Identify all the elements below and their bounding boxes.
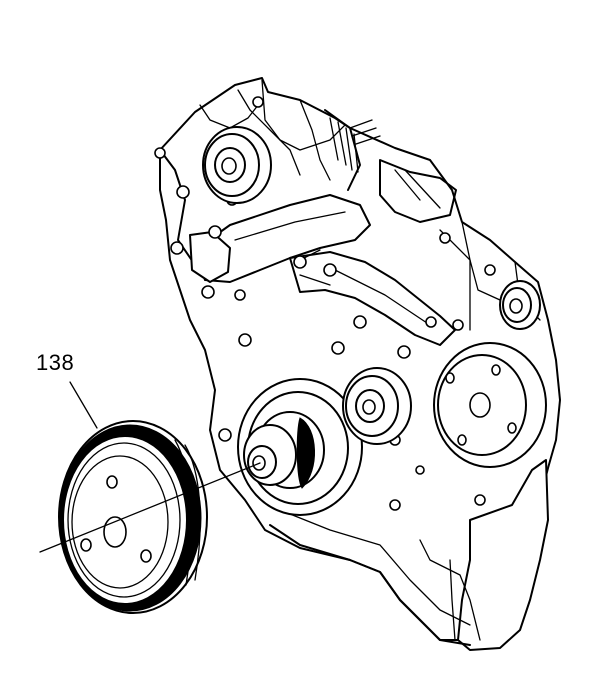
callout-leader-line — [69, 381, 98, 429]
alignment-axis-line — [39, 462, 261, 553]
crankshaft-balancer — [58, 420, 208, 614]
right-idler-pulley — [499, 280, 541, 330]
lower-idler-pulley — [342, 367, 412, 445]
callout-138-label: 138 — [36, 350, 75, 375]
crankshaft-front-cover-boss — [237, 378, 363, 516]
water-pump-pulley — [433, 342, 547, 468]
upper-idler-pulley — [202, 126, 272, 204]
